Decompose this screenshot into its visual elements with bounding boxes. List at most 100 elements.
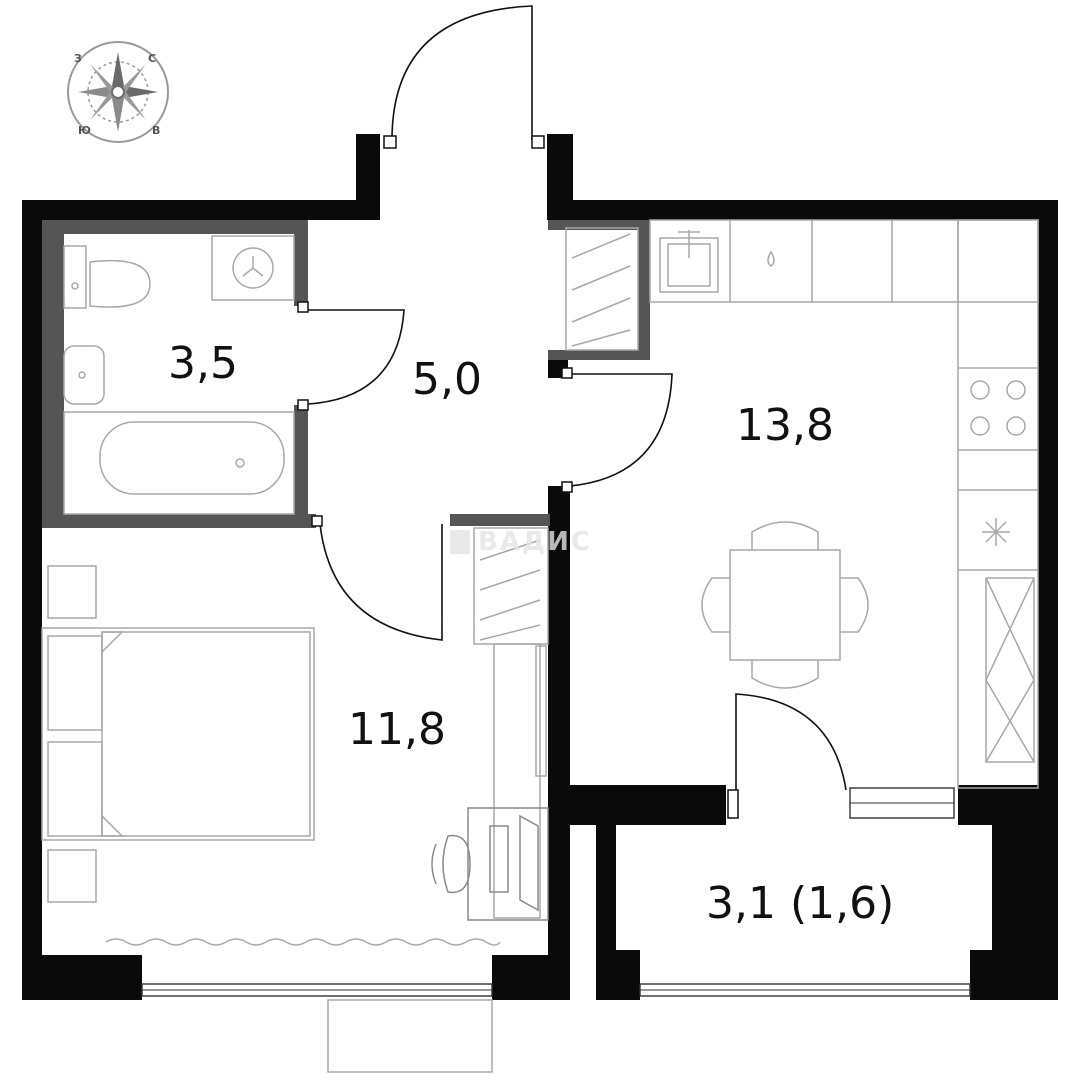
compass-north-point (112, 52, 124, 92)
balcony-area-label: 3,1 (1,6) (706, 878, 894, 929)
chair-top (751, 521, 819, 550)
keyboard (489, 825, 509, 893)
dining-set (701, 521, 869, 689)
kitchen-counter-right (957, 219, 1039, 789)
bathtub-frame (63, 411, 295, 515)
doors (297, 5, 847, 819)
toilet-tank (63, 245, 87, 309)
compass-east-letter: В (152, 124, 160, 137)
compass-ring (67, 41, 169, 143)
monitor (519, 814, 539, 912)
bathroom-area-label: 3,5 (168, 338, 238, 389)
kitchen-door (569, 373, 673, 487)
compass: З С Ю В (67, 41, 169, 143)
hallway-area-label: 5,0 (412, 354, 482, 405)
desk-shelf (493, 643, 541, 919)
compass-south-point (112, 92, 124, 132)
bathroom-wall-left (42, 220, 64, 526)
balcony-door (735, 693, 847, 791)
entrance-door (391, 5, 533, 141)
wall-top-left (22, 200, 380, 220)
stove-burner-2-icon (1006, 380, 1026, 400)
washing-machine-drum (232, 247, 274, 289)
bed-frame (41, 627, 315, 841)
hall-closet-hangers (571, 233, 631, 347)
hall-closet-frame (565, 227, 639, 351)
exterior-walls (22, 134, 1058, 1000)
sink-drain-icon (78, 371, 86, 379)
compass-south-letter: Ю (78, 124, 91, 137)
closet-wall-bottom (548, 350, 650, 360)
windows (141, 787, 971, 997)
bathroom-door (307, 309, 405, 405)
bed-mattress (101, 631, 311, 837)
stove-burner-3-icon (970, 416, 990, 436)
compass-sw-point (90, 92, 118, 120)
faucet-icon (678, 230, 700, 258)
wall-bedroom-balcony (548, 785, 570, 1000)
bathroom-wall-right-lower (294, 405, 308, 525)
closet-wall-top (548, 220, 648, 230)
desk-chair-back (431, 843, 437, 885)
chair-right (840, 577, 869, 633)
wall-top-right (547, 200, 1058, 220)
bathroom-sink (63, 345, 105, 405)
bedroom-wall-top (450, 514, 550, 526)
radiator-box (327, 999, 493, 1073)
wall-balcony-bottom-right (970, 950, 1058, 1000)
compass-ne-point (118, 64, 146, 92)
bedroom-area-label: 11,8 (348, 704, 446, 755)
compass-nw-point (90, 64, 118, 92)
compass-center (111, 85, 125, 99)
kitchen-area-label: 13,8 (736, 400, 834, 451)
wall-kitchen-bottom-left (616, 785, 726, 825)
compass-se-point (118, 92, 146, 120)
bathtub-basin (99, 421, 285, 495)
stove-burner-1-icon (970, 380, 990, 400)
compass-north-letter: С (148, 52, 156, 65)
bathtub-drain-icon (235, 458, 245, 468)
curtain (105, 938, 501, 946)
desk (467, 807, 549, 921)
bedroom-furniture (41, 565, 549, 1073)
chair-bottom (751, 660, 819, 689)
chair-left (701, 577, 730, 633)
toilet-flush-icon (71, 282, 79, 290)
bedroom-closet-hangers (479, 539, 541, 641)
kitchen-counter-top (649, 219, 1039, 303)
dining-table (729, 549, 841, 661)
bathroom-wall-top (42, 220, 308, 234)
fridge-cross (985, 577, 1035, 763)
fridge (985, 577, 1035, 763)
pillow-bottom (47, 741, 103, 837)
watermark: ВАДИС (450, 527, 592, 557)
water-drop-icon (767, 250, 775, 267)
tv-panel (535, 645, 547, 777)
bedroom-door (319, 523, 443, 641)
wall-bottom-left (22, 955, 142, 1000)
wall-right (1038, 200, 1058, 800)
wall-left (22, 200, 42, 1000)
bathroom-wall-right-upper (294, 220, 308, 306)
closet-wall-right (638, 220, 650, 360)
stove-burner-4-icon (1006, 416, 1026, 436)
pillow-top (47, 635, 103, 731)
desk-chair (442, 834, 471, 894)
washing-machine (211, 235, 295, 301)
nightstand-top (47, 565, 97, 619)
wall-entrance-left (356, 134, 380, 220)
hall-closet (565, 227, 639, 351)
watermark-text: ВАДИС (478, 527, 592, 557)
nightstand-bottom (47, 849, 97, 903)
bathroom-fixtures (63, 235, 295, 515)
wall-bedroom-kitchen (548, 486, 570, 786)
freezer-snowflake-icon (982, 518, 1010, 546)
interior-walls (42, 220, 650, 786)
washing-machine-icon (242, 256, 264, 277)
bed-blanket-fold (101, 631, 124, 837)
wall-balcony-left (596, 785, 616, 1000)
compass-west-letter: З (74, 52, 82, 65)
wall-balcony-bottom-left (596, 950, 640, 1000)
bathroom-wall-bottom (42, 514, 316, 528)
